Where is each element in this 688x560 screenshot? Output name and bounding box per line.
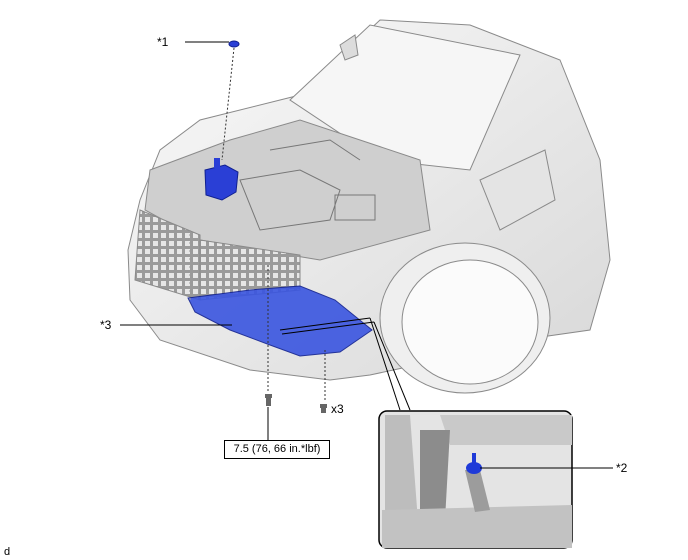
callout-2: *2 [616, 461, 628, 475]
figure-code: d [4, 546, 11, 558]
undercover-part-3 [187, 285, 373, 357]
vehicle-front [127, 19, 611, 394]
engine-bay [239, 139, 376, 231]
reservoir-part [204, 158, 239, 201]
clip-quantity: x3 [331, 402, 344, 416]
clip-icon [320, 404, 327, 413]
callout-3: *3 [100, 318, 112, 332]
bolt-icon [265, 394, 272, 406]
cap-part-1 [228, 40, 240, 48]
torque-spec: 7.5 (76, 66 in.*lbf) [224, 440, 330, 459]
detail-inset [378, 410, 573, 549]
callout-1: *1 [157, 35, 169, 49]
